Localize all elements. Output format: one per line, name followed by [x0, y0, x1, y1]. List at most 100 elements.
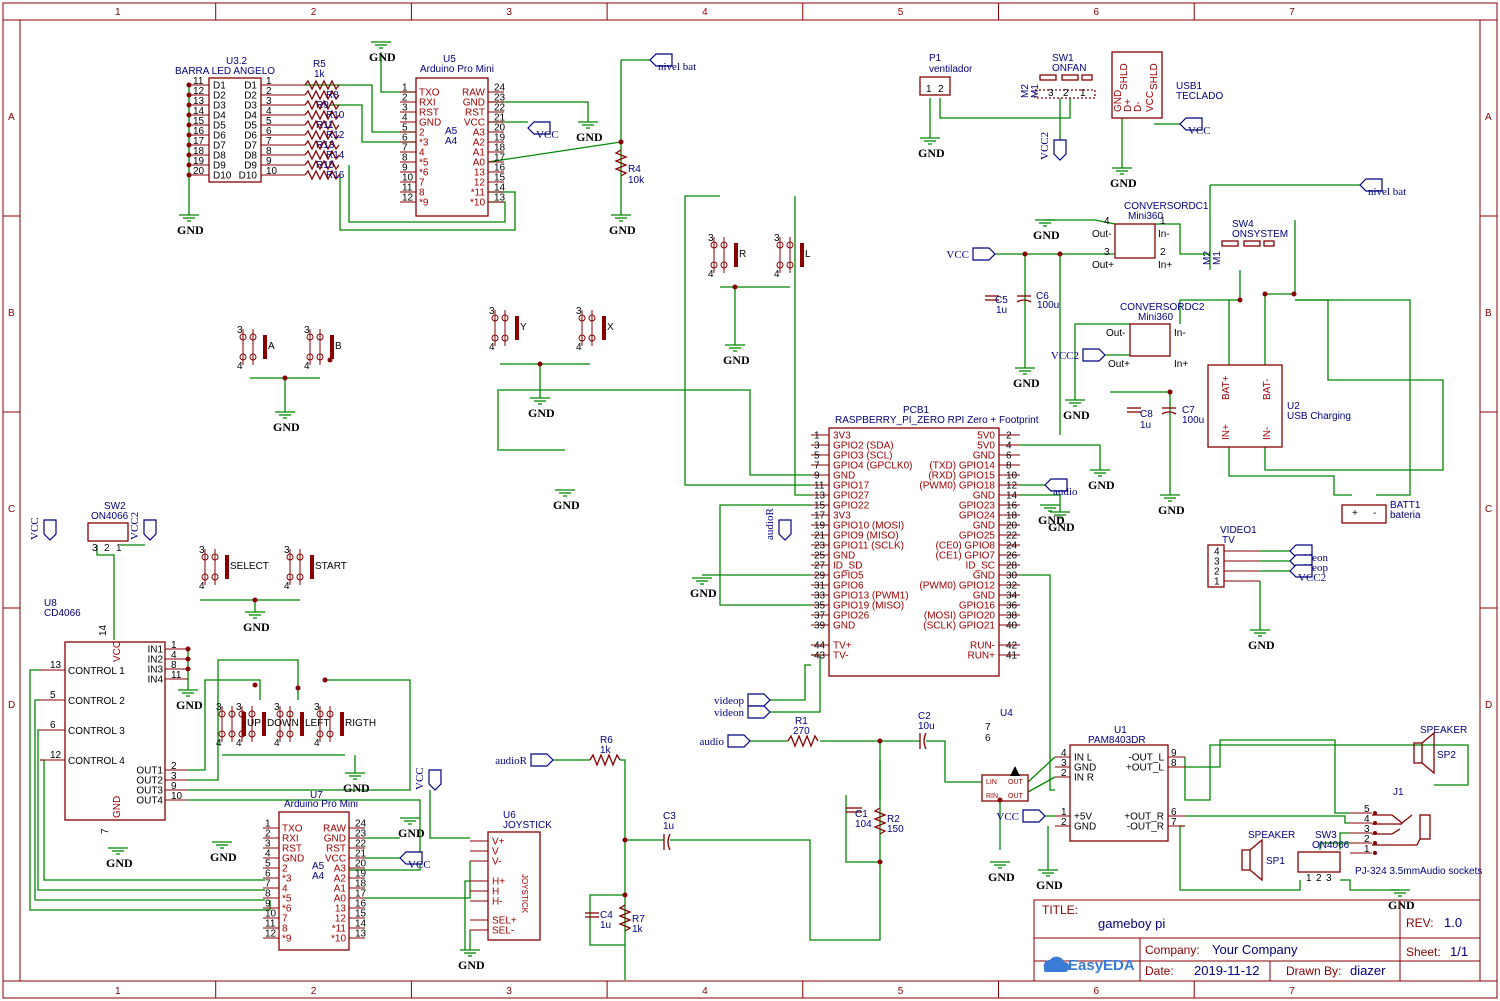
buttons[interactable]: 34R34L34Y34X34A34B34SELECT34START34UP34D… — [199, 233, 811, 749]
pin-number: 4 — [1061, 748, 1067, 759]
push-button[interactable]: 34A — [237, 325, 275, 372]
pin-number: 35 — [814, 601, 826, 612]
pin-number: 20 — [355, 859, 367, 870]
sw2-switch[interactable]: SW2 ON4066 3 2 1 — [87, 501, 129, 554]
wire — [620, 759, 626, 980]
pin-number: 1 — [1061, 807, 1067, 818]
u5-a5: A5 — [445, 126, 458, 137]
usb1-keyboard-connector[interactable]: SHLD SHLD GND D+ D- VCC USB1 TECLADO — [1111, 51, 1223, 119]
u7-arduino-pro-mini[interactable]: U7 Arduino Pro Mini A5 A4 TXO1RXI2RST3GN… — [263, 790, 367, 951]
push-button[interactable]: 34X — [576, 306, 614, 353]
pin-number: 30 — [1006, 571, 1018, 582]
c8-c7-capacitors[interactable]: C8 1u C7 100u — [1127, 405, 1204, 431]
batt1-battery[interactable]: + - BATT1 bateria — [1341, 500, 1421, 524]
c3-capacitor[interactable]: C3 1u — [663, 811, 676, 851]
sw1-m2: M2 — [1020, 84, 1031, 98]
wire — [1184, 744, 1469, 801]
pin-name: GPIO17 — [833, 481, 870, 492]
u2-name: USB Charging — [1287, 411, 1351, 422]
push-button[interactable]: 34R — [708, 233, 746, 280]
u4-ref: U4 — [1000, 708, 1013, 719]
pin-number: 23 — [494, 93, 506, 104]
pin-number: 7 — [265, 879, 271, 890]
pin-number: 9 — [814, 471, 820, 482]
push-button[interactable]: 34L — [774, 233, 811, 280]
pin-name: (CE0) GPIO8 — [936, 541, 996, 552]
push-button[interactable]: 34B — [304, 325, 342, 372]
u6-joystick[interactable]: U6 JOYSTICK JOYSTICK V+VV-H+HH-SEL+SEL- — [470, 810, 552, 941]
sp2-speaker[interactable]: SPEAKER SP2 — [1413, 725, 1467, 775]
r4-resistor[interactable]: R4 10k — [614, 149, 645, 186]
pin-number: 19 — [193, 156, 205, 167]
wire — [188, 679, 261, 771]
wires — [29, 52, 1469, 980]
pin-name: 2 — [282, 864, 288, 875]
junction-dot — [252, 597, 258, 603]
date-label: Date: — [1145, 964, 1174, 978]
wire — [1339, 832, 1350, 850]
pcb1-raspberry-pi-zero[interactable]: PCB1 RASPBERRY_PI_ZERO RPI Zero + Footpr… — [811, 405, 1039, 677]
pin-name: 8 — [419, 188, 425, 199]
u4-audio-mixer[interactable]: U4 7 6 LIN RIN OUT OUT — [981, 708, 1029, 802]
pin-name: GPIO2 (SDA) — [833, 441, 894, 452]
pin-number: 5 — [265, 859, 271, 870]
pin-name: IN2 — [147, 655, 163, 666]
j1-ref: J1 — [1393, 787, 1404, 798]
pin-number: 3 — [266, 96, 272, 107]
pin-number: 14 — [193, 106, 205, 117]
pin-name: *3 — [282, 874, 292, 885]
r7-value: 1k — [632, 924, 644, 935]
pin-name: A2 — [334, 874, 347, 885]
sw3-switch[interactable]: SW3 ON4066 1 2 3 — [1297, 830, 1350, 884]
sw1-fan-switch[interactable]: SW1 ONFAN M2 M1 3 2 1 — [1020, 53, 1096, 99]
c2-capacitor[interactable]: C2 10u — [918, 711, 935, 750]
sp1-speaker[interactable]: SPEAKER SP1 — [1241, 830, 1295, 882]
pin-number: 3 — [237, 325, 243, 336]
u5-arduino-pro-mini[interactable]: U5 Arduino Pro Mini A5 A4 TXO1RXI2RST3GN… — [400, 54, 506, 217]
conversor-dc2[interactable]: CONVERSORDC2 Mini360 Out- Out+ In- In+ — [1106, 302, 1205, 370]
pin-number: 6 — [402, 133, 408, 144]
p1-fan-connector[interactable]: P1 ventilador 1 2 — [919, 53, 973, 96]
pin-number: 4 — [489, 342, 495, 353]
u8-cd4066[interactable]: U8 CD4066 VCC 14 GND 7 CONTROL 113CONTRO… — [40, 598, 188, 834]
zone-col-bottom: 4 — [702, 986, 708, 997]
junction-dot — [622, 892, 628, 898]
usb1-vcc: VCC — [1145, 91, 1156, 112]
ground-symbol: GND — [1388, 889, 1415, 912]
ground-symbol: GND — [1110, 167, 1137, 190]
c1-r2[interactable]: C1 104 R2 150 — [846, 807, 904, 835]
c4-r7[interactable]: C4 1u R7 1k — [585, 904, 645, 935]
c5-c6-capacitors[interactable]: C5 1u C6 100u — [985, 291, 1059, 316]
pin-name: (SCLK) GPIO21 — [923, 621, 995, 632]
net-label: VCC — [536, 129, 559, 141]
conversor-dc1[interactable]: CONVERSORDC1 Mini360 Out- Out+ In- In+ 4… — [1092, 201, 1209, 271]
sw4-system-switch[interactable]: SW4 ONSYSTEM M2 M1 — [1202, 219, 1288, 265]
push-button[interactable]: 34Y — [489, 306, 527, 353]
r6-resistor[interactable]: R6 1k — [589, 735, 621, 767]
net-flag: VCC2 — [1039, 132, 1067, 161]
u2-usb-charging[interactable]: BAT+ BAT- IN+ IN- U2 USB Charging — [1207, 364, 1351, 448]
button-label: B — [335, 341, 342, 352]
pin-name: D3 — [244, 101, 257, 112]
sw1-name: ONFAN — [1052, 63, 1086, 74]
junction-dot — [282, 375, 288, 381]
r1-resistor[interactable]: R1 270 — [787, 716, 819, 748]
pin-name: GND — [1074, 822, 1096, 833]
pin-name: GND — [833, 551, 855, 562]
pin-name: *5 — [419, 158, 429, 169]
pin-name: (TXD) GPIO14 — [929, 461, 995, 472]
u4-rin: RIN — [986, 793, 998, 800]
u32-name: BARRA LED ANGELO — [175, 66, 275, 77]
pin-number: 4 — [266, 106, 272, 117]
